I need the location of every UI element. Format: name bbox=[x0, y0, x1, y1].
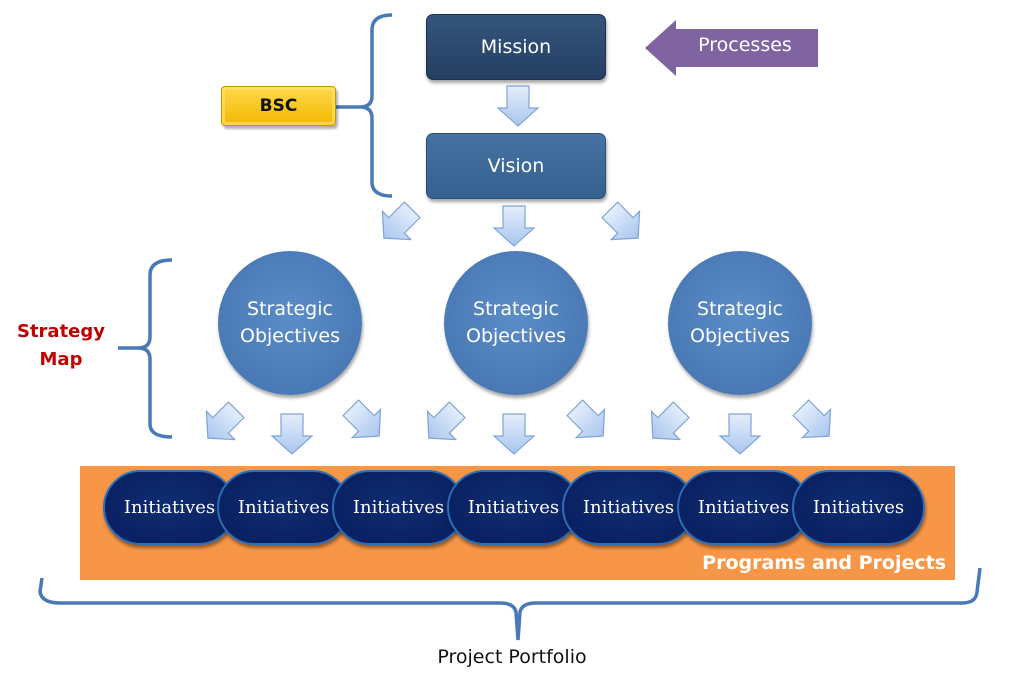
objective-2-arrow-left-icon bbox=[426, 401, 466, 441]
objective-3-arrow-left-icon bbox=[650, 401, 690, 441]
initiative-pill-2: Initiatives bbox=[217, 470, 350, 545]
mission-to-vision-arrow-icon bbox=[496, 85, 540, 127]
strategic-objective-3: Strategic Objectives bbox=[668, 251, 812, 395]
objective-1-arrow-left-icon bbox=[205, 401, 245, 441]
initiative-pill-1: Initiatives bbox=[103, 470, 236, 545]
initiative-label: Initiatives bbox=[582, 497, 675, 518]
initiative-pill-4: Initiatives bbox=[447, 470, 580, 545]
initiative-label: Initiatives bbox=[237, 497, 330, 518]
initiative-pill-5: Initiatives bbox=[562, 470, 695, 545]
vision-label: Vision bbox=[487, 155, 545, 177]
objective-3-arrow-down-icon bbox=[718, 413, 762, 455]
vision-to-objective-3-arrow-icon bbox=[601, 201, 641, 241]
mission-box: Mission bbox=[426, 14, 606, 80]
objective-2-arrow-right-icon bbox=[566, 399, 606, 439]
objective-2-arrow-down-icon bbox=[492, 413, 536, 455]
project-portfolio-label: Project Portfolio bbox=[437, 646, 587, 668]
portfolio-brace bbox=[38, 567, 982, 641]
initiative-label: Initiatives bbox=[812, 497, 905, 518]
objective-line2: Objectives bbox=[240, 325, 340, 347]
objective-line2: Objectives bbox=[466, 325, 566, 347]
initiative-pill-7: Initiatives bbox=[792, 470, 925, 545]
initiative-label: Initiatives bbox=[467, 497, 560, 518]
bsc-label: BSC bbox=[259, 96, 298, 116]
objective-line1: Strategic bbox=[473, 298, 559, 320]
vision-box: Vision bbox=[426, 133, 606, 199]
vision-to-objective-2-arrow-icon bbox=[492, 205, 536, 247]
objective-1-arrow-down-icon bbox=[270, 413, 314, 455]
processes-label: Processes bbox=[698, 34, 792, 56]
strategy-map-brace bbox=[118, 258, 173, 439]
bsc-badge: BSC bbox=[221, 86, 336, 126]
bsc-brace bbox=[336, 13, 393, 198]
objective-line2: Objectives bbox=[690, 325, 790, 347]
objective-3-arrow-right-icon bbox=[792, 399, 832, 439]
programs-and-projects-label: Programs and Projects bbox=[702, 552, 946, 574]
strategy-map-line2: Map bbox=[39, 349, 83, 370]
initiative-pill-3: Initiatives bbox=[332, 470, 465, 545]
strategy-map-line1: Strategy bbox=[16, 321, 106, 342]
initiative-pill-6: Initiatives bbox=[677, 470, 810, 545]
strategy-map-label: Strategy Map bbox=[6, 318, 116, 374]
initiative-label: Initiatives bbox=[123, 497, 216, 518]
mission-label: Mission bbox=[480, 36, 552, 58]
vision-to-objective-1-arrow-icon bbox=[381, 201, 421, 241]
strategic-objective-2: Strategic Objectives bbox=[444, 251, 588, 395]
objective-1-arrow-right-icon bbox=[342, 399, 382, 439]
initiative-label: Initiatives bbox=[697, 497, 790, 518]
initiative-label: Initiatives bbox=[352, 497, 445, 518]
objective-line1: Strategic bbox=[697, 298, 783, 320]
strategic-objective-1: Strategic Objectives bbox=[218, 251, 362, 395]
processes-arrow-shape bbox=[645, 20, 818, 76]
objective-line1: Strategic bbox=[247, 298, 333, 320]
